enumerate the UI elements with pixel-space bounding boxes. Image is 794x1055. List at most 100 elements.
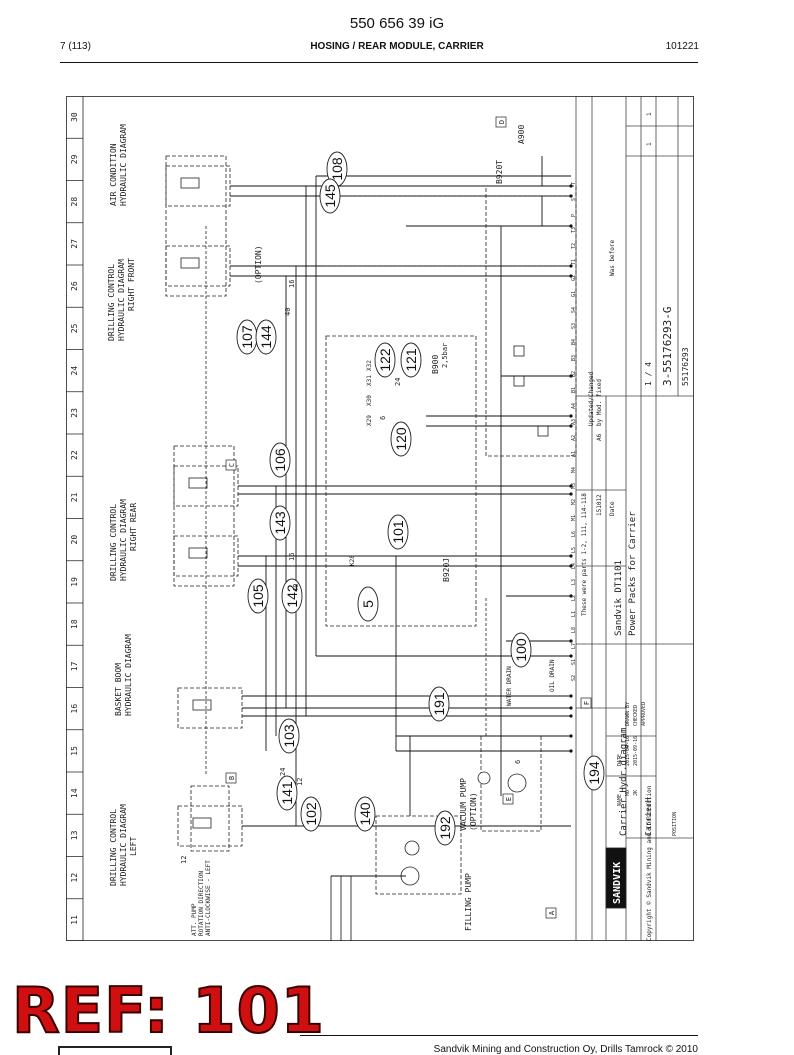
port-label: L4: [571, 563, 577, 569]
title-change-date: 151012: [596, 494, 603, 516]
section-box-letter: A: [545, 907, 557, 919]
reference-number: 192: [437, 816, 453, 840]
svg-text:B4: B4: [571, 339, 577, 345]
title-carrier: CarrierH: [644, 797, 653, 836]
title-header-name: NAME: [617, 794, 623, 806]
title-note: These were parts 1-2, 111, 114-118: [581, 493, 588, 616]
svg-text:M1: M1: [571, 515, 577, 521]
grid-number: 28: [70, 197, 79, 207]
reference-balloon: 100: [510, 632, 532, 668]
svg-text:G2: G2: [571, 275, 577, 281]
rotation-note-3: ANTI-CLOCKWISE - LEFT: [205, 860, 212, 936]
svg-text:S2: S2: [571, 675, 577, 681]
title-copyright: Copyright © Sandvik Mining and Construct…: [646, 785, 653, 941]
svg-text:A4: A4: [571, 403, 577, 409]
title-drawing-no: 3-55176293-G: [661, 307, 674, 386]
grid-number: 29: [70, 154, 79, 164]
title-sheet: 1 / 4: [644, 362, 653, 386]
port-dot: [569, 594, 573, 598]
title-rev: 1: [646, 112, 653, 116]
footer-copyright: Sandvik Mining and Construction Oy, Dril…: [433, 1044, 698, 1055]
reference-balloon: 103: [278, 718, 300, 754]
title-id-code: 55176293: [681, 347, 690, 386]
port-label: L8: [571, 627, 577, 633]
port-label: L1: [571, 611, 577, 617]
port-dot: [569, 492, 573, 496]
line-size-label: 16: [288, 553, 296, 561]
filling-lines: [330, 876, 352, 941]
svg-text:6: 6: [379, 416, 387, 420]
reference-balloon: 142: [281, 578, 303, 614]
label-pressure: 2,5bar: [441, 343, 449, 368]
svg-text:16: 16: [288, 553, 296, 561]
reference-balloon: 106: [269, 442, 291, 478]
svg-text:G1: G1: [571, 291, 577, 297]
reference-number: 103: [281, 724, 297, 748]
reference-number: 144: [258, 325, 274, 349]
port-label: P: [571, 214, 577, 217]
reference-number: 145: [322, 184, 338, 208]
grid-number: 23: [70, 408, 79, 418]
svg-text:B3: B3: [571, 355, 577, 361]
reference-number: 194: [586, 761, 602, 785]
title-description: Power Packs for Carrier: [628, 511, 638, 636]
label-x32: X32: [366, 360, 373, 371]
grid-number: 17: [70, 661, 79, 671]
section-title-dc-left-2: HYDRAULIC DIAGRAM: [119, 804, 128, 886]
section-title-dc-right-front-2: HYDRAULIC DIAGRAM: [117, 259, 126, 341]
line-size-label: 6: [514, 760, 522, 764]
port-label: L5: [571, 547, 577, 553]
page-indicator: 7 (113): [60, 41, 91, 52]
port-dot: [569, 749, 573, 753]
drawing-frame: [66, 96, 694, 941]
grid-number: 11: [70, 915, 79, 925]
svg-text:D: D: [498, 120, 506, 124]
grid-number: 18: [70, 619, 79, 629]
reference-balloon: 140: [354, 796, 376, 832]
grid-number: 21: [70, 492, 79, 502]
svg-text:A2: A2: [571, 435, 577, 441]
line-size-label: 12: [180, 856, 188, 864]
line-size-label: 6: [379, 416, 387, 420]
valve-symbols: [180, 177, 549, 829]
title-change-by: by Mod. fixed: [596, 379, 603, 426]
label-x30: X30: [366, 395, 373, 406]
reference-balloon: 101: [387, 514, 409, 550]
port-label: S1: [571, 659, 577, 665]
title-was-before: Was before: [609, 239, 616, 276]
svg-text:A: A: [548, 910, 556, 915]
svg-text:40: 40: [292, 584, 300, 592]
reference-number: 121: [403, 348, 419, 372]
reference-number: 142: [284, 584, 300, 608]
svg-text:40: 40: [284, 308, 292, 316]
reference-balloon: 191: [428, 686, 450, 722]
svg-text:L5: L5: [571, 547, 577, 553]
title-pos: 1: [646, 142, 653, 146]
title-approved: APPROVED: [641, 702, 647, 726]
grid-number: 14: [70, 788, 79, 798]
title-product: Sandvik DT1101: [614, 560, 624, 636]
reference-number: 5: [360, 600, 376, 608]
section-title-air-condition: AIR CONDITION: [109, 143, 118, 206]
line-size-label: 12: [296, 778, 304, 786]
port-label: S: [571, 198, 577, 201]
reference-number: 141: [279, 781, 295, 805]
rotation-note: ATT. PUMP: [191, 903, 198, 936]
port-label: B3: [571, 355, 577, 361]
svg-text:T2: T2: [571, 243, 577, 249]
reference-balloon: 141: [276, 775, 298, 811]
reference-number: 140: [357, 802, 373, 826]
svg-text:L4: L4: [571, 563, 577, 569]
filling-pump-box: [375, 815, 462, 895]
port-label: A3: [571, 419, 577, 425]
reference-balloon: 102: [300, 796, 322, 832]
line-size-label: 40: [284, 308, 292, 316]
svg-text:F: F: [583, 701, 591, 705]
port-dot: [569, 706, 573, 710]
title-date-label: Date: [609, 501, 616, 516]
grid-number: 12: [70, 873, 79, 883]
grid-number: 27: [70, 239, 79, 249]
port-label: S3: [571, 323, 577, 329]
port-label: G1: [571, 291, 577, 297]
